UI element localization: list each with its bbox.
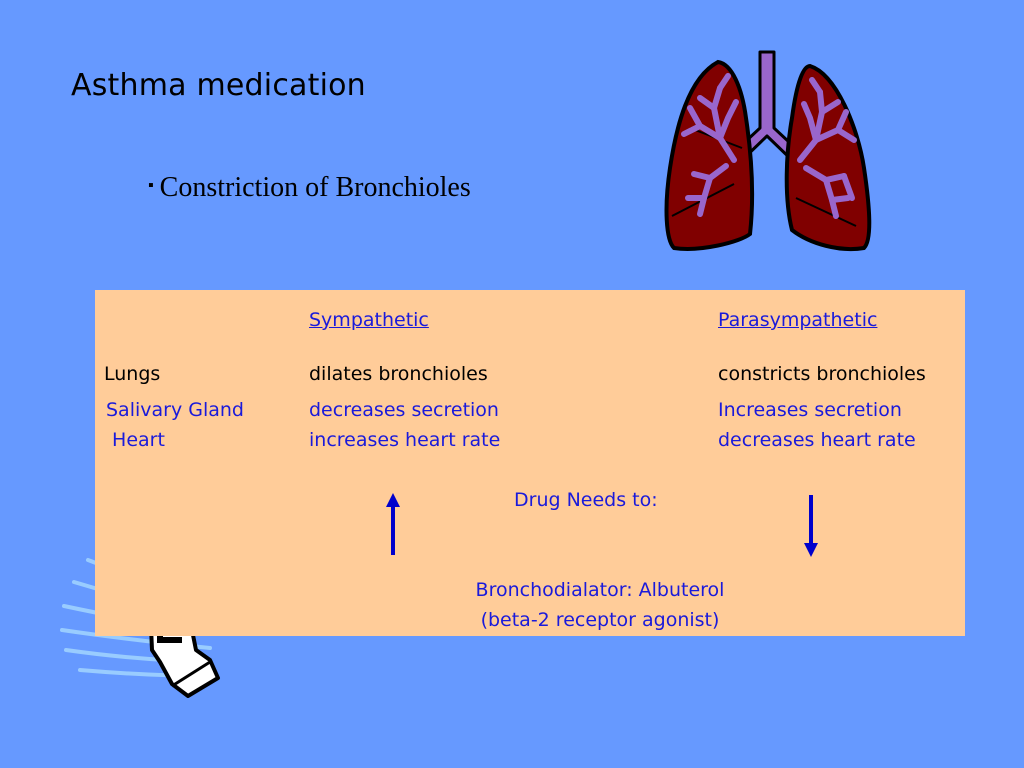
row-parasympathetic: constricts bronchioles	[718, 363, 926, 385]
row-sympathetic: dilates bronchioles	[309, 363, 488, 385]
comparison-panel: Sympathetic Parasympathetic Lungs dilate…	[95, 290, 965, 636]
row-parasympathetic: Increases secretion	[718, 399, 902, 421]
header-parasympathetic: Parasympathetic	[718, 309, 878, 331]
row-sympathetic: increases heart rate	[309, 429, 501, 451]
bullet-marker: ▪	[148, 177, 154, 194]
drug-line-2: (beta-2 receptor agonist)	[480, 609, 720, 631]
row-organ: Salivary Gland	[106, 399, 244, 421]
row-organ: Lungs	[104, 363, 161, 385]
row-organ: Heart	[106, 429, 165, 451]
row-sympathetic: decreases secretion	[309, 399, 499, 421]
row-parasympathetic: decreases heart rate	[718, 429, 916, 451]
drug-needs-label: Drug Needs to:	[514, 489, 658, 511]
lungs-icon	[664, 50, 872, 251]
header-sympathetic: Sympathetic	[309, 309, 429, 331]
up-arrow-icon	[386, 493, 400, 555]
drug-line-1: Bronchodialator: Albuterol	[475, 579, 725, 601]
bullet-text: Constriction of Bronchioles	[159, 172, 471, 203]
down-arrow-icon	[804, 495, 818, 557]
slide-title: Asthma medication	[71, 68, 366, 103]
bullet-point: ▪ Constriction of Bronchioles	[148, 172, 471, 204]
